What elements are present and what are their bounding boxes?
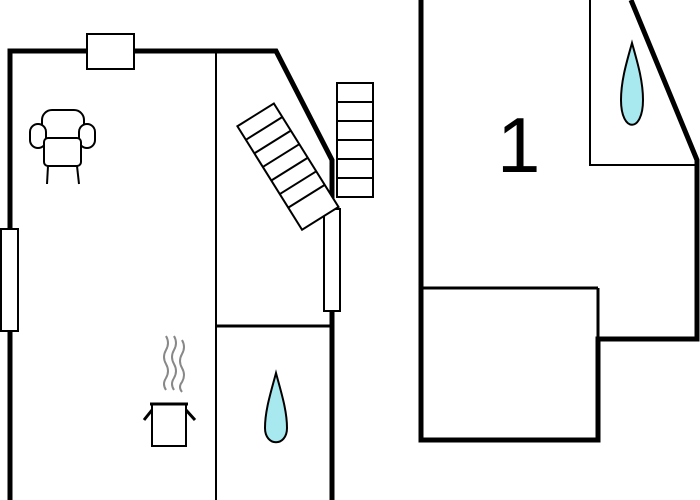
water-drop-icon-bathroom [263, 369, 289, 444]
right-building-outer-wall [418, 0, 700, 443]
water-drop-icon-building-1 [619, 39, 645, 126]
left-building [0, 33, 341, 500]
window-left [0, 228, 19, 332]
window-top [86, 33, 135, 70]
floor-number-label: 1 [497, 101, 540, 189]
window-right [323, 208, 341, 312]
stairs-icon [336, 82, 374, 198]
staircase-icon [236, 102, 340, 232]
right-bathroom-wall [589, 0, 697, 166]
right-building: 1 [418, 0, 700, 443]
cooking-pot-icon [142, 335, 197, 447]
armchair-icon [29, 109, 96, 185]
